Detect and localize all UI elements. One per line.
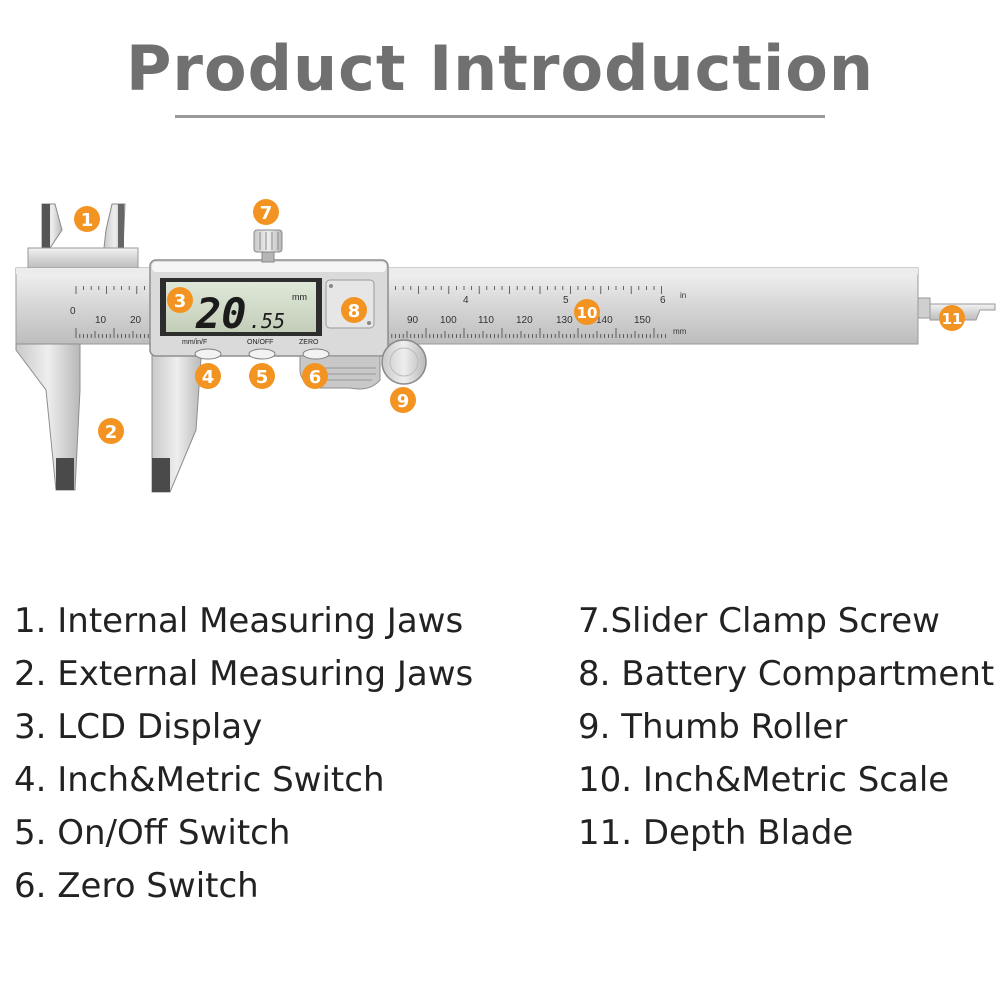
scale-mm-label: 110 [478, 315, 494, 326]
unit-mm-label: mm [673, 327, 687, 336]
title-underline [175, 115, 825, 118]
marker-8: 8 [341, 297, 367, 323]
scale-zero-label: 0 [70, 306, 76, 317]
marker-5: 5 [249, 363, 275, 389]
marker-1: 1 [74, 206, 100, 232]
on-off-button[interactable] [248, 348, 276, 360]
marker-9: 9 [390, 387, 416, 413]
marker-4: 4 [195, 363, 221, 389]
legend-item: 10. Inch&Metric Scale [578, 760, 950, 800]
lcd-reading: 20 [195, 289, 247, 338]
external-jaws [15, 343, 203, 493]
scale-mm-label: 100 [440, 315, 457, 326]
svg-text:2: 2 [105, 422, 118, 443]
legend-item: 3. LCD Display [14, 707, 263, 747]
marker-6: 6 [302, 363, 328, 389]
scale-mm-label: 20 [130, 315, 142, 326]
scale-mm-label: 120 [516, 315, 533, 326]
svg-text:7: 7 [260, 203, 273, 224]
legend-item: 2. External Measuring Jaws [14, 654, 474, 694]
button-label-on-off: ON/OFF [247, 339, 273, 346]
legend-item: 4. Inch&Metric Switch [14, 760, 385, 800]
svg-text:8: 8 [348, 301, 361, 322]
lcd-unit: mm [292, 292, 307, 302]
svg-text:3: 3 [174, 291, 187, 312]
scale-mm-label: 10 [95, 315, 107, 326]
marker-7: 7 [253, 199, 279, 225]
legend-left-column: 1. Internal Measuring Jaws 2. External M… [14, 595, 473, 913]
svg-text:5: 5 [256, 367, 269, 388]
legend-right-column: 7.Slider Clamp Screw 8. Battery Compartm… [578, 595, 994, 860]
button-label-mm-in: mm/in/F [182, 339, 207, 346]
marker-11: 11 [939, 305, 965, 331]
unit-in-label: in [680, 291, 686, 300]
legend-item: 9. Thumb Roller [578, 707, 848, 747]
scale-in-label: 5 [563, 295, 569, 306]
legend-item: 5. On/Off Switch [14, 813, 291, 853]
legend-item: 11. Depth Blade [578, 813, 854, 853]
svg-text:6: 6 [309, 367, 322, 388]
scale-mm-label: 90 [407, 315, 419, 326]
lcd-button-labels: mm/in/F ON/OFF ZERO [182, 339, 319, 346]
lcd-reading-decimals: .55 [249, 309, 285, 333]
legend-item: 8. Battery Compartment [578, 654, 995, 694]
number-markers: 1 2 3 4 5 6 7 8 [74, 199, 965, 444]
caliper-diagram: 0 10 20 90 100 110 120 130 140 150 4 5 6… [15, 199, 996, 493]
scale-mm-label: 130 [556, 315, 573, 326]
marker-3: 3 [167, 287, 193, 313]
svg-text:10: 10 [577, 304, 598, 322]
button-label-zero: ZERO [299, 339, 319, 346]
marker-10: 10 [574, 299, 600, 325]
svg-text:1: 1 [81, 210, 94, 231]
legend-item: 7.Slider Clamp Screw [578, 601, 940, 641]
inch-metric-button[interactable] [194, 348, 222, 360]
internal-jaws [27, 203, 139, 269]
scale-in-label: 4 [463, 295, 469, 306]
scale-mm-label: 150 [634, 315, 651, 326]
svg-text:11: 11 [942, 310, 963, 328]
slider-clamp-screw[interactable] [253, 229, 283, 263]
page-title: Product Introduction [125, 32, 874, 105]
scale-mm-label: 140 [596, 315, 613, 326]
thumb-roller[interactable] [381, 339, 427, 385]
svg-text:9: 9 [397, 391, 410, 412]
scale-in-label: 6 [660, 295, 666, 306]
legend-item: 6. Zero Switch [14, 866, 259, 906]
scale-ticks [75, 286, 666, 338]
svg-text:4: 4 [202, 367, 215, 388]
legend-item: 1. Internal Measuring Jaws [14, 601, 464, 641]
lcd-display: 20 .55 mm [160, 278, 322, 338]
zero-button[interactable] [302, 348, 330, 360]
main-scale: 0 10 20 90 100 110 120 130 140 150 4 5 6… [70, 291, 687, 336]
marker-2: 2 [98, 418, 124, 444]
